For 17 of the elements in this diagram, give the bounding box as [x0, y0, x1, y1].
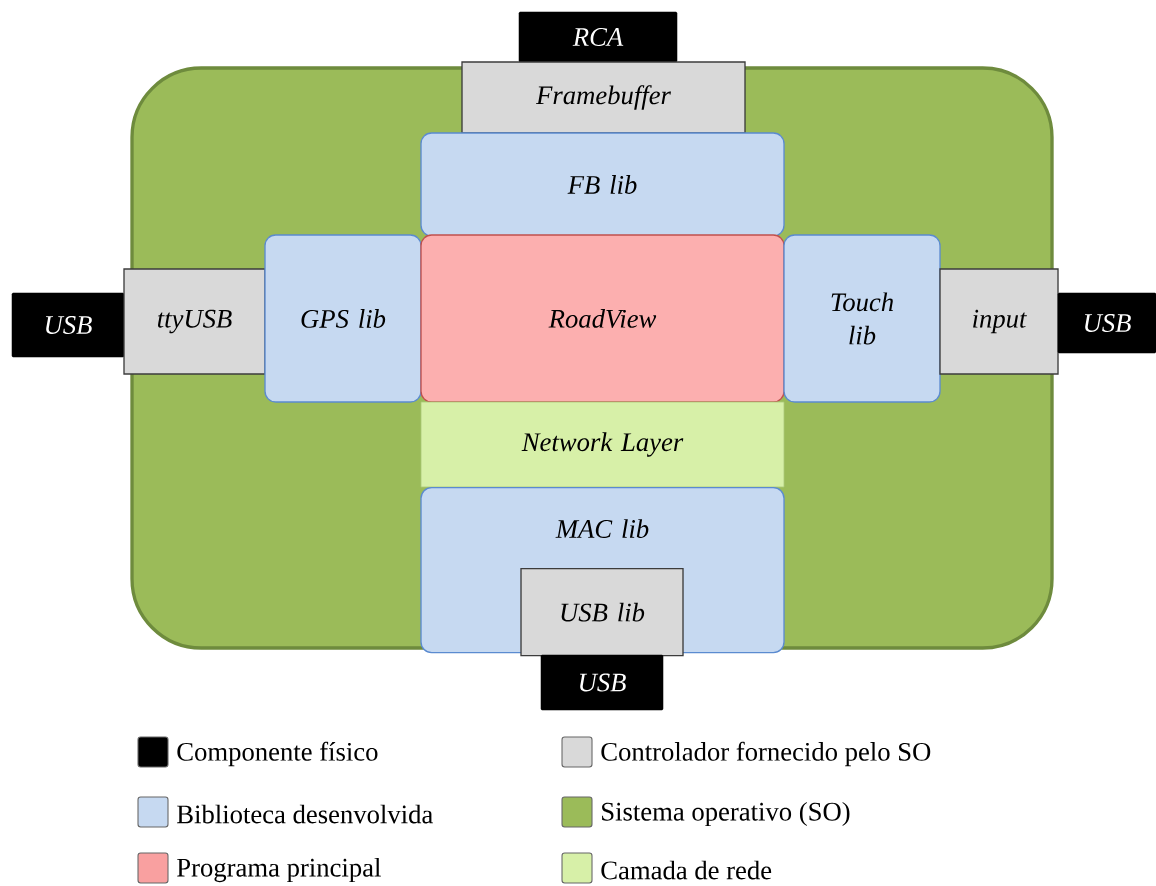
- legend-text: Componente físico: [177, 741, 378, 767]
- hardware-box: USB: [1057, 292, 1156, 354]
- program-box: RoadView: [420, 234, 785, 403]
- hardware-box: RCA: [518, 11, 678, 63]
- driver-box: Framebuffer: [461, 61, 746, 134]
- library-box: GPS lib: [264, 234, 422, 403]
- driver-box: USB lib: [520, 568, 684, 657]
- legend-text: Sistema operativo (SO): [602, 801, 850, 827]
- library-box: Touch lib: [783, 234, 941, 403]
- legend-text: Programa principal: [177, 857, 381, 883]
- legend-text: Controlador fornecido pelo SO: [601, 741, 931, 767]
- network-layer-box: Network Layer: [420, 401, 785, 488]
- legend-text: Biblioteca desenvolvida: [177, 804, 433, 824]
- legend-text: Camada de rede: [601, 860, 772, 880]
- hardware-box: USB: [11, 292, 125, 358]
- hardware-box: USB: [540, 654, 664, 711]
- library-box: FB lib: [420, 132, 785, 237]
